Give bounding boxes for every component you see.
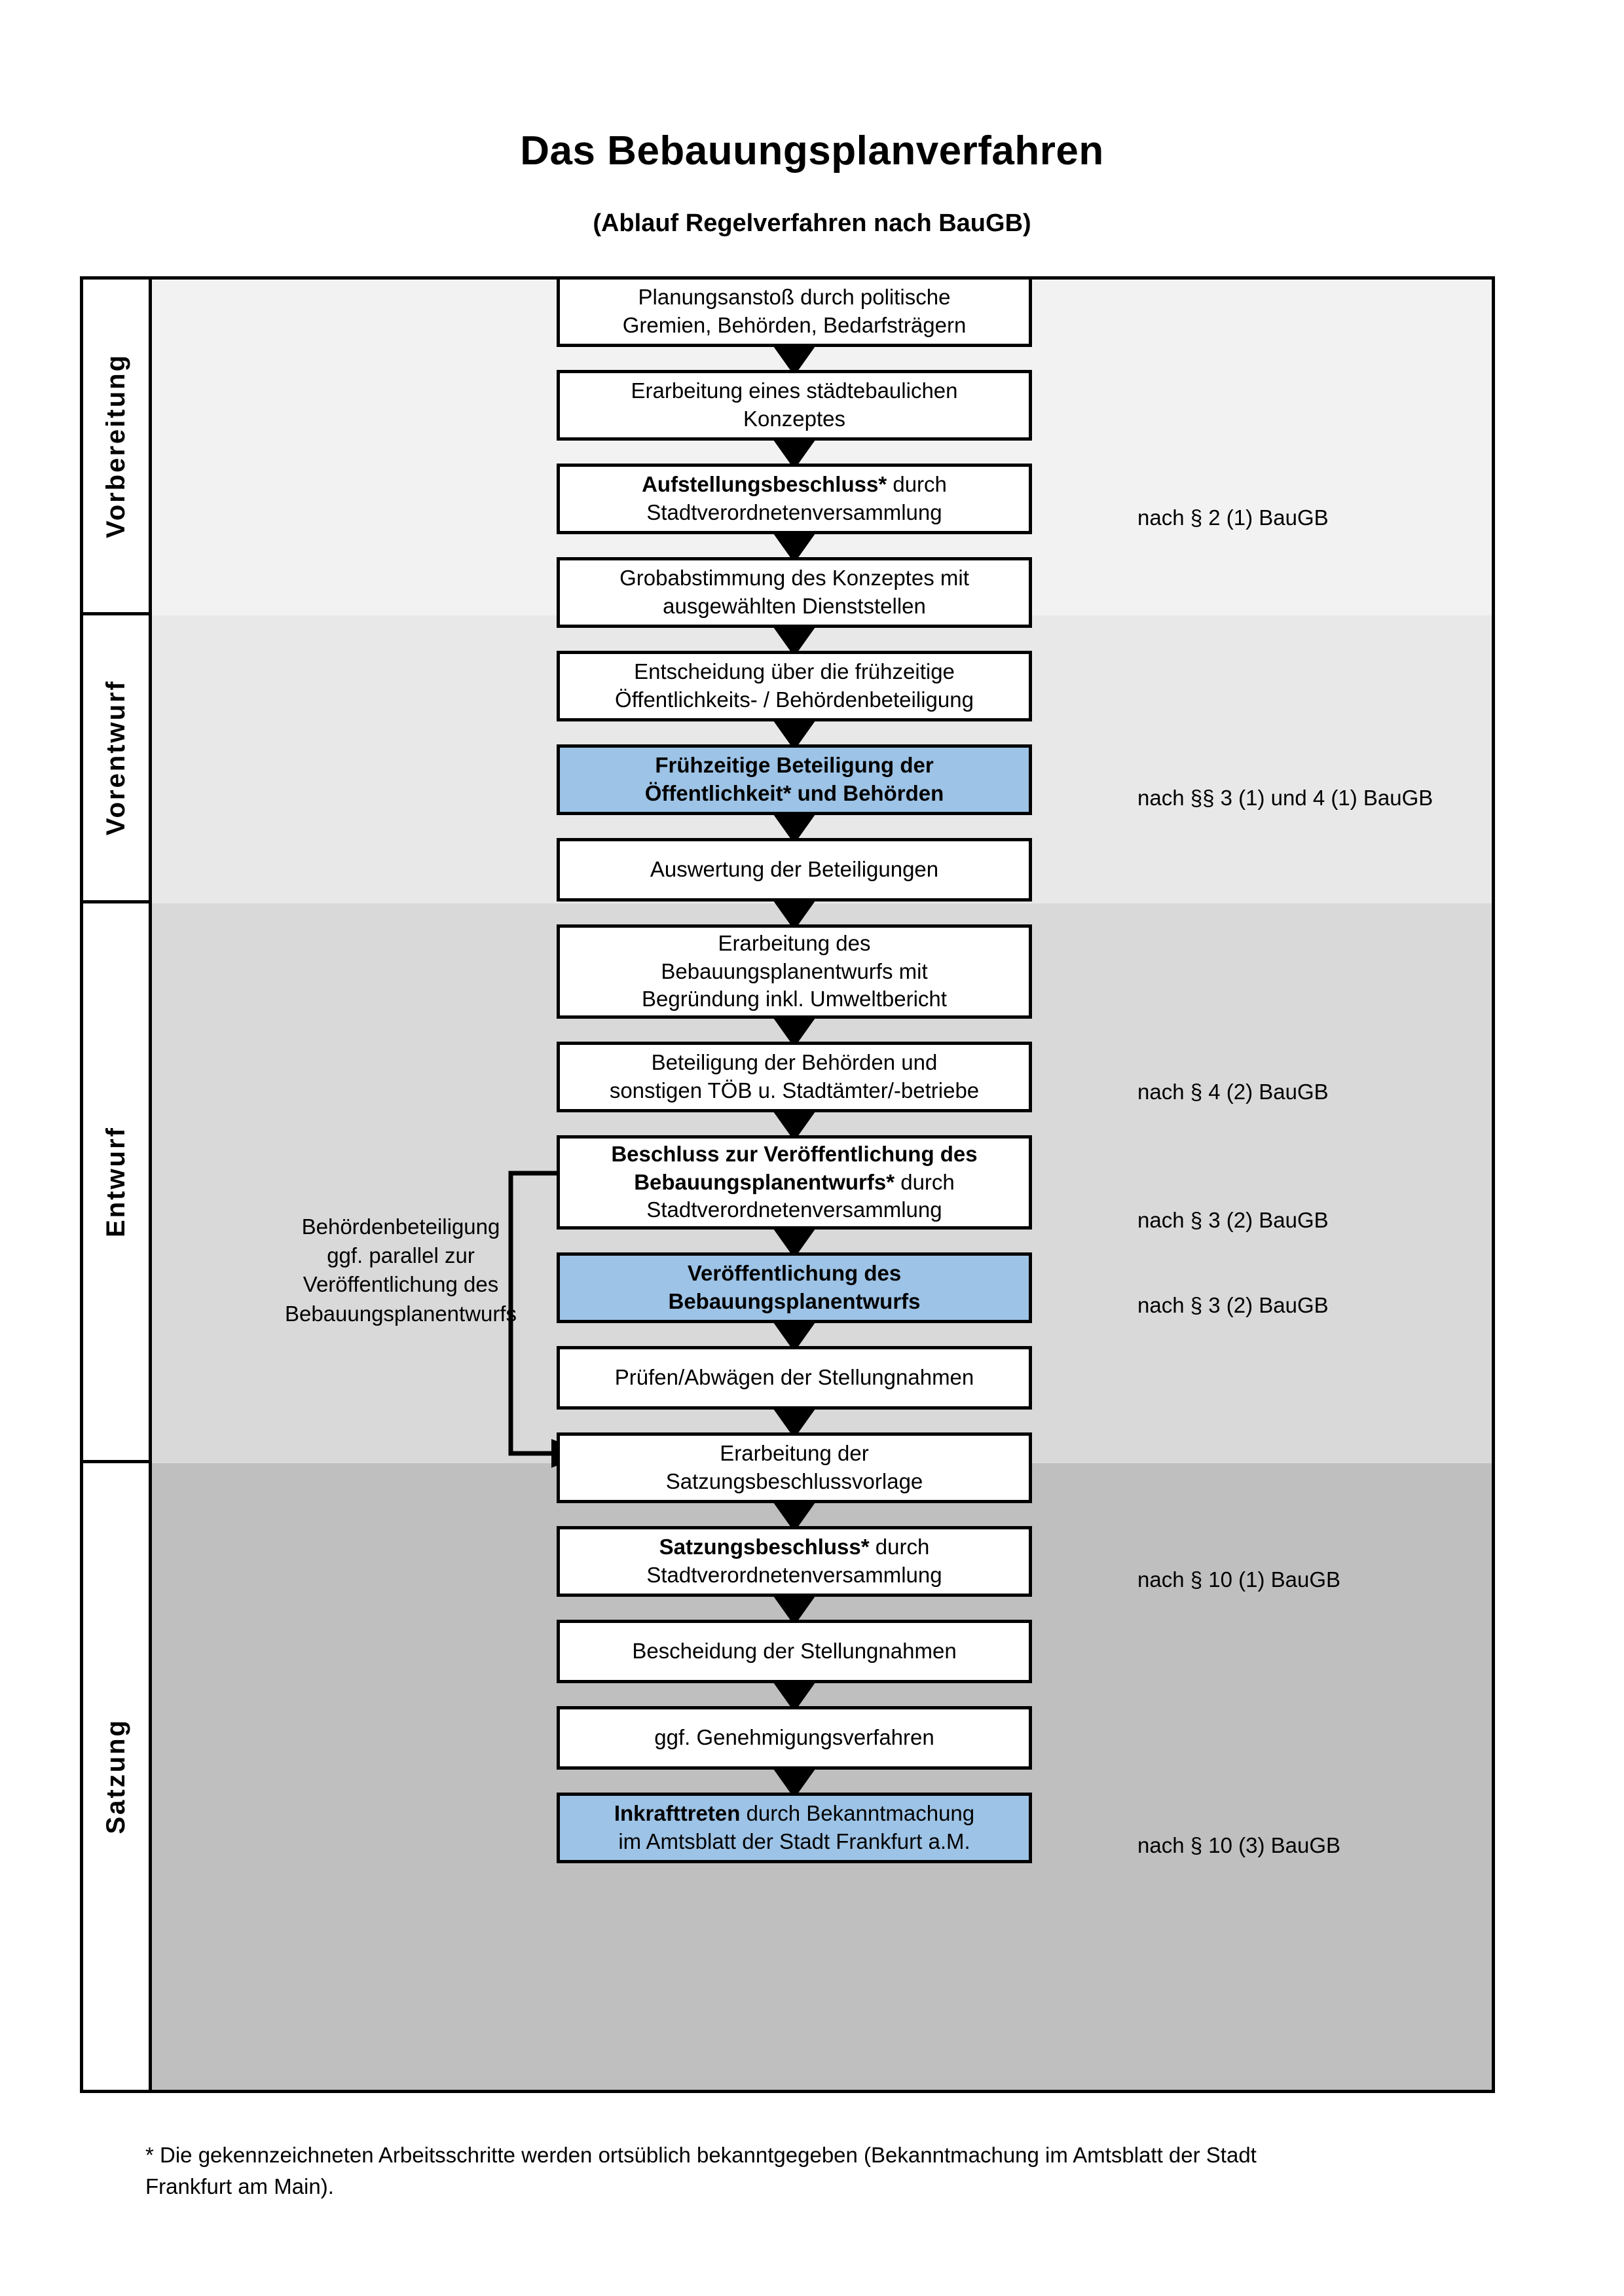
step-line-bold: Aufstellungsbeschluss* (642, 472, 887, 497)
step-line: Konzeptes (743, 407, 845, 431)
sidenote-line-1: Behördenbeteiligung (301, 1214, 500, 1239)
phase-label-satzung: Satzung (83, 1463, 149, 2090)
phase-label-text: Entwurf (101, 1126, 130, 1237)
step-line: Aufstellungsbeschluss* durch (642, 471, 947, 499)
step-line-rest: durch Bekanntmachung (740, 1801, 975, 1826)
step-line: Stadtverordnetenversammlung (646, 1563, 942, 1587)
step-line-bold: Inkrafttreten (614, 1801, 741, 1826)
step-line: Prüfen/Abwägen der Stellungnahmen (614, 1365, 974, 1390)
step-line: Beschluss zur Veröffentlichung des (611, 1140, 977, 1169)
step-line: Bebauungsplanentwurfs mit (661, 958, 928, 983)
step-staedtebauliches-konzept[interactable]: Erarbeitung eines städtebaulichen Konzep… (557, 370, 1032, 441)
step-line-bold: Beschluss zur Veröffentlichung des (611, 1141, 978, 1166)
sidenote-line-2: ggf. parallel zur (327, 1243, 475, 1268)
step-line: Stadtverordnetenversammlung (646, 1197, 942, 1222)
step-line: Erarbeitung der (720, 1441, 869, 1466)
step-line-bold: Öffentlichkeit* und Behörden (644, 781, 944, 805)
phase-label-vorbereitung: Vorbereitung (83, 280, 149, 615)
reference-par-2: nach § 2 (1) BauGB (1137, 505, 1329, 530)
step-line: Öffentlichkeits- / Behördenbeteiligung (615, 687, 974, 712)
step-line: Erarbeitung des (718, 930, 871, 955)
step-line: Planungsanstoß durch politische (638, 285, 951, 310)
step-line: im Amtsblatt der Stadt Frankfurt a.M. (618, 1829, 970, 1853)
reference-par-10-1: nach § 10 (1) BauGB (1137, 1567, 1341, 1592)
page-subtitle: (Ablauf Regelverfahren nach BauGB) (593, 210, 1031, 237)
step-line: Inkrafttreten durch Bekanntmachung (614, 1800, 974, 1828)
step-beteiligung-behoerden[interactable]: Beteiligung der Behörden und sonstigen T… (557, 1042, 1032, 1112)
step-line: Bebauungsplanentwurfs* durch (611, 1169, 977, 1197)
phase-label-vorentwurf: Vorentwurf (83, 615, 149, 903)
step-line-rest: durch (869, 1535, 930, 1559)
phase-label-text: Vorbereitung (101, 354, 130, 538)
footnote-line-1: * Die gekennzeichneten Arbeitsschritte w… (145, 2143, 1257, 2167)
step-line: Satzungsbeschluss* durch (646, 1533, 942, 1561)
step-line: Frühzeitige Beteiligung der (645, 752, 944, 780)
step-erarbeitung-satzungsvorlage[interactable]: Erarbeitung der Satzungsbeschlussvorlage (557, 1432, 1032, 1503)
step-line-bold: Veröffentlichung des (687, 1261, 902, 1286)
step-beschluss-veroeffentlichung[interactable]: Beschluss zur Veröffentlichung des Bebau… (557, 1135, 1032, 1230)
flowchart-frame: Vorbereitung Vorentwurf Entwurf Satzung … (80, 276, 1495, 2093)
reference-par-3-2-b: nach § 3 (2) BauGB (1137, 1293, 1329, 1317)
step-line-bold: Bebauungsplanentwurfs* (634, 1169, 895, 1194)
step-grobabstimmung[interactable]: Grobabstimmung des Konzeptes mit ausgewä… (557, 557, 1032, 628)
step-erarbeitung-entwurf[interactable]: Erarbeitung des Bebauungsplanentwurfs mi… (557, 924, 1032, 1019)
step-line: Bescheidung der Stellungnahmen (632, 1639, 957, 1664)
step-aufstellungsbeschluss[interactable]: Aufstellungsbeschluss* durch Stadtverord… (557, 464, 1032, 534)
step-line: Stadtverordnetenversammlung (646, 500, 942, 524)
step-line: Begründung inkl. Umweltbericht (642, 987, 947, 1011)
step-line: Beteiligung der Behörden und (651, 1050, 938, 1075)
step-line: ggf. Genehmigungsverfahren (654, 1725, 934, 1750)
step-line: ausgewählten Dienststellen (663, 594, 926, 618)
phase-label-text: Satzung (101, 1719, 130, 1834)
step-line-bold: Bebauungsplanentwurfs (668, 1289, 921, 1313)
step-line-rest: durch (895, 1169, 955, 1194)
sidenote-behoerdenbeteiligung: Behördenbeteiligung ggf. parallel zur Ve… (260, 1212, 542, 1328)
step-line-bold: Satzungsbeschluss* (659, 1535, 870, 1559)
step-bescheidung-stellungnahmen[interactable]: Bescheidung der Stellungnahmen (557, 1620, 1032, 1683)
phase-label-text: Vorentwurf (101, 680, 130, 836)
reference-par-4-2: nach § 4 (2) BauGB (1137, 1080, 1329, 1104)
step-line: sonstigen TÖB u. Stadtämter/-betriebe (609, 1078, 980, 1102)
step-auswertung-beteiligungen[interactable]: Auswertung der Beteiligungen (557, 838, 1032, 902)
step-line-rest: durch (887, 472, 947, 497)
step-entscheidung-fruehzeitige[interactable]: Entscheidung über die frühzeitige Öffent… (557, 651, 1032, 721)
step-genehmigungsverfahren[interactable]: ggf. Genehmigungsverfahren (557, 1706, 1032, 1770)
reference-par-3-2-a: nach § 3 (2) BauGB (1137, 1208, 1329, 1232)
step-inkrafttreten[interactable]: Inkrafttreten durch Bekanntmachung im Am… (557, 1793, 1032, 1863)
step-line: Satzungsbeschlussvorlage (665, 1469, 923, 1493)
step-line: Entscheidung über die frühzeitige (634, 659, 955, 684)
step-satzungsbeschluss[interactable]: Satzungsbeschluss* durch Stadtverordnete… (557, 1526, 1032, 1597)
footnote: * Die gekennzeichneten Arbeitsschritte w… (145, 2140, 1494, 2202)
sidenote-line-4: Bebauungsplanentwurfs (284, 1301, 517, 1326)
label-column-divider (149, 280, 152, 2090)
step-line: Bebauungsplanentwurfs (668, 1288, 920, 1316)
step-line: Grobabstimmung des Konzeptes mit (619, 566, 969, 591)
phase-label-entwurf: Entwurf (83, 903, 149, 1463)
page-title: Das Bebauungsplanverfahren (520, 128, 1104, 173)
step-line: Erarbeitung eines städtebaulichen (631, 378, 958, 403)
sidenote-line-3: Veröffentlichung des (303, 1272, 499, 1297)
step-line: Veröffentlichung des (668, 1260, 920, 1288)
step-planungsanstoss[interactable]: Planungsanstoß durch politische Gremien,… (557, 276, 1032, 347)
step-veroeffentlichung-entwurf[interactable]: Veröffentlichung des Bebauungsplanentwur… (557, 1252, 1032, 1323)
step-line: Auswertung der Beteiligungen (650, 857, 939, 882)
step-line-bold: Frühzeitige Beteiligung der (655, 753, 934, 778)
reference-par-3-4: nach §§ 3 (1) und 4 (1) BauGB (1137, 786, 1433, 810)
step-line: Gremien, Behörden, Bedarfsträgern (622, 313, 967, 337)
reference-par-10-3: nach § 10 (3) BauGB (1137, 1833, 1341, 1857)
step-fruehzeitige-beteiligung[interactable]: Frühzeitige Beteiligung der Öffentlichke… (557, 744, 1032, 815)
footnote-line-2: Frankfurt am Main). (145, 2174, 334, 2198)
step-pruefen-abwaegen[interactable]: Prüfen/Abwägen der Stellungnahmen (557, 1346, 1032, 1410)
step-line: Öffentlichkeit* und Behörden (645, 780, 944, 808)
